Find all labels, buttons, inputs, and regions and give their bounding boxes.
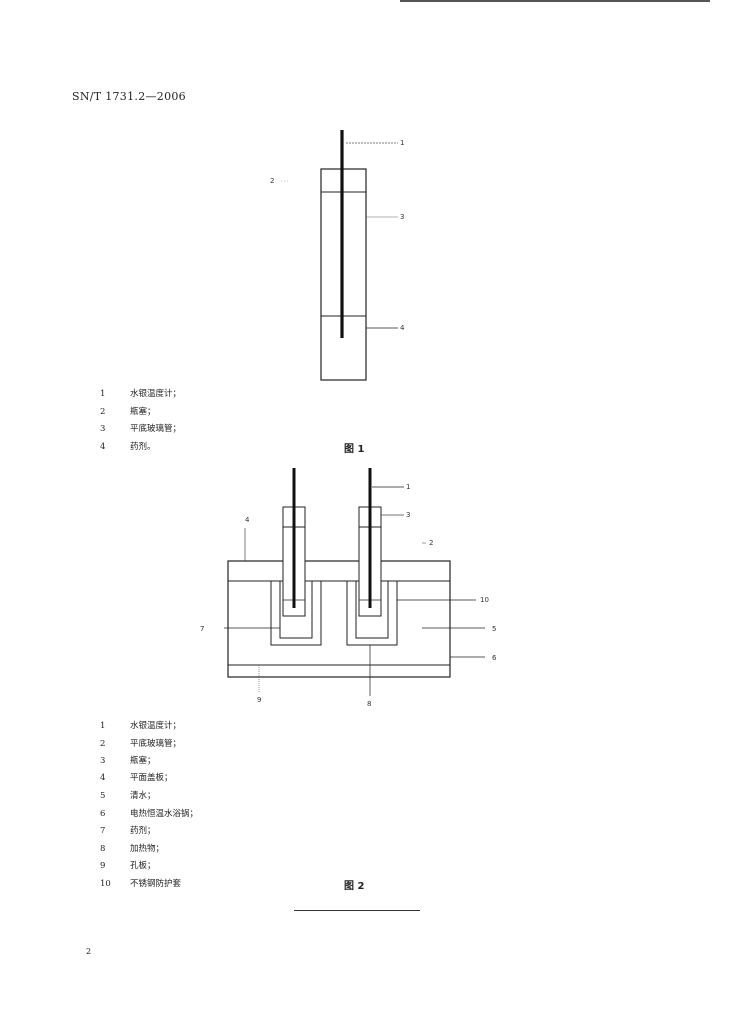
callout-4: 4 [245, 516, 250, 524]
standard-code-header: SN/T 1731.2—2006 [72, 90, 186, 103]
callout-2: 2 [270, 177, 274, 185]
callout-5: 5 [492, 625, 496, 633]
callout-4: 4 [400, 324, 405, 332]
callout-10: 10 [480, 596, 489, 604]
callout-8: 8 [367, 700, 371, 708]
water-bath [227, 560, 451, 678]
callout-6: 6 [492, 654, 497, 662]
callout-3: 3 [406, 511, 410, 519]
figure-1-diagram: 1 2 3 4 [270, 130, 405, 381]
figure-2-caption: 图 2 [344, 881, 365, 892]
callout-1: 1 [400, 139, 404, 147]
page-number: 2 [86, 947, 92, 956]
callout-3: 3 [400, 213, 404, 221]
end-rule [294, 910, 420, 911]
figure-1-caption: 图 1 [344, 444, 365, 455]
callout-2: 2 [429, 539, 433, 547]
callout-9: 9 [257, 696, 261, 704]
callout-1: 1 [406, 483, 410, 491]
callout-7: 7 [200, 625, 204, 633]
figure-2-diagram: 1 2 3 4 5 6 7 8 9 10 [200, 468, 497, 708]
top-border-line [400, 0, 710, 2]
